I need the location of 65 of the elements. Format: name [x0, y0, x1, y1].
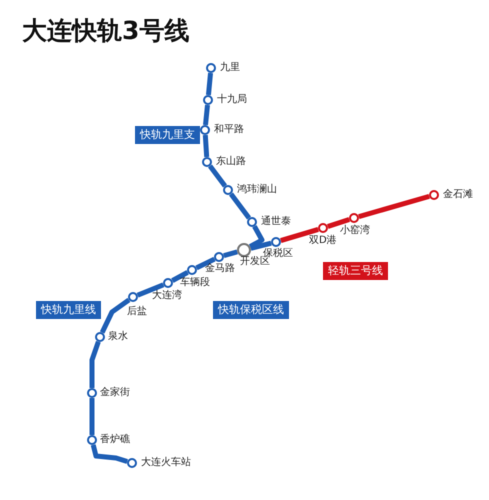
title: 大连快轨3号线 — [22, 15, 190, 47]
rail-line — [250, 240, 272, 251]
station-circle — [203, 95, 213, 105]
rail-line — [136, 282, 164, 298]
station-name: 小窑湾 — [340, 225, 370, 237]
station-name: 大连湾 — [152, 290, 182, 302]
station-name: 香炉礁 — [100, 434, 130, 446]
rail-line — [203, 104, 210, 126]
station-name: 开发区 — [240, 256, 270, 268]
station-circle — [87, 435, 97, 445]
rail-line — [358, 194, 430, 220]
station-circle — [349, 213, 359, 223]
station-circle — [247, 217, 257, 227]
line-name: 快轨九里线 — [41, 303, 96, 316]
station-name: 泉水 — [108, 331, 128, 343]
station-name: 双D港 — [309, 235, 337, 247]
station-circle — [187, 265, 197, 275]
station-circle — [237, 243, 251, 257]
station-name: 九里 — [220, 62, 240, 74]
station-circle — [271, 237, 281, 247]
station-circle — [128, 292, 138, 302]
line-name-band — [323, 262, 388, 280]
rail-line — [90, 340, 101, 388]
station-name: 东山路 — [216, 156, 246, 168]
station-circle — [429, 190, 439, 200]
station-circle — [163, 278, 173, 288]
line-name-band — [213, 301, 289, 319]
station-circle — [95, 332, 105, 342]
rail-line — [202, 134, 210, 158]
station-name: 大连火车站 — [141, 457, 191, 469]
rail-line — [326, 217, 350, 229]
rail-line — [280, 227, 319, 243]
station-circle — [223, 185, 233, 195]
rail-line — [248, 225, 264, 249]
station-circle — [87, 388, 97, 398]
rail-line — [90, 444, 128, 464]
line-name: 轻轨三号线 — [328, 264, 383, 277]
station-name: 车辆段 — [180, 277, 210, 289]
station-name: 保税区 — [263, 248, 293, 259]
line-name: 快轨保税区线 — [218, 303, 284, 316]
rail-line — [90, 398, 94, 435]
station-circle — [127, 458, 137, 468]
rail-line — [100, 298, 130, 334]
station-circle — [214, 252, 224, 262]
line-name-band — [135, 126, 200, 144]
station-name: 鸿玮澜山 — [237, 184, 277, 196]
rail-line — [195, 256, 216, 270]
station-circle — [200, 125, 210, 135]
station-circle — [202, 157, 212, 167]
station-name: 通世泰 — [261, 216, 291, 228]
station-name: 金马路 — [205, 263, 235, 275]
line-name-band — [36, 301, 101, 319]
rail-line — [208, 164, 227, 188]
station-name: 十九局 — [217, 94, 247, 106]
rail-line — [171, 270, 189, 283]
rail-line — [223, 249, 238, 258]
line-name: 快轨九里支 — [140, 128, 195, 141]
station-name: 后盐 — [127, 306, 147, 318]
station-circle — [206, 63, 216, 73]
rail-line — [206, 72, 214, 96]
rail-line — [229, 192, 251, 220]
station-name: 金石滩 — [443, 189, 473, 201]
station-circle — [318, 223, 328, 233]
station-name: 和平路 — [214, 124, 244, 136]
station-name: 金家街 — [100, 387, 130, 399]
